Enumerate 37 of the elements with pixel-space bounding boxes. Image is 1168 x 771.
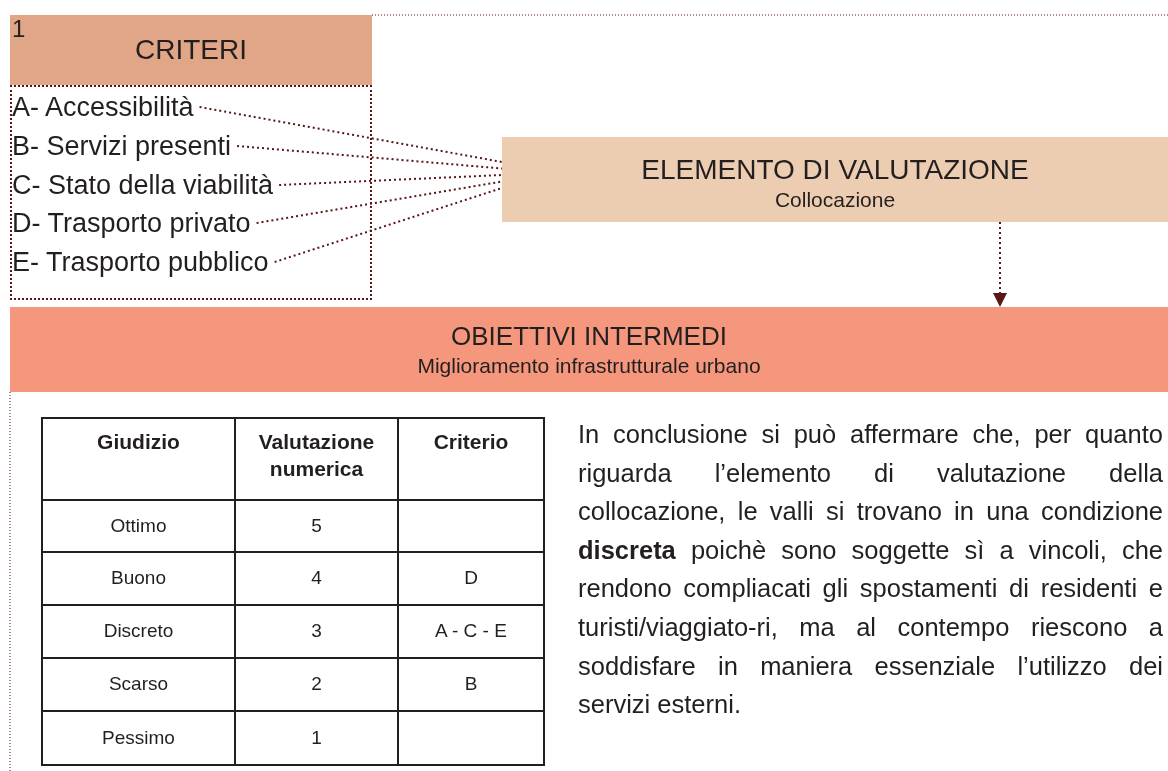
subheading-text: Collocazione — [774, 186, 896, 212]
table-cell-text: D — [464, 566, 478, 591]
heading-text: CRITERI — [135, 33, 247, 67]
table-cell-text: Scarso — [108, 672, 169, 697]
heading-text: OBIETTIVI INTERMEDI — [451, 321, 727, 353]
column-header: Criterio — [432, 429, 510, 455]
connector — [198, 106, 503, 163]
column-header: Valutazione numerica — [257, 429, 376, 483]
table-cell-text: Pessimo — [102, 725, 175, 750]
table-cell-text: 3 — [311, 619, 322, 644]
conclusion-paragraph: In conclusione si può affermare che, per quanto riguarda l’elemento di valutazione della collocazione, le valli si trovano in una condizione discreta poichè sono soggette sì a vincoli, che rendono compliacati gli spostamenti di residenti e turisti/viaggiato-ri, ma al contempo riescono a soddisfare in maniera essenziale l’utilizzo dei servizi esterni. — [578, 419, 1163, 721]
table-cell-text: Buono — [111, 566, 166, 591]
header-box — [10, 15, 372, 85]
criteria-frame — [10, 85, 372, 300]
evaluation-box — [502, 137, 1168, 222]
table-cell-text: 4 — [311, 566, 322, 591]
table-cell-text: A - C - E — [435, 619, 507, 644]
heading-text: ELEMENTO DI VALUTAZIONE — [641, 153, 1029, 187]
criterion-text: C- Stato della viabilità — [12, 169, 274, 202]
goal-band — [10, 307, 1168, 392]
table-cell-text: 5 — [311, 513, 322, 538]
connector — [273, 187, 503, 263]
section-number: 1 — [12, 15, 26, 43]
table-cell-text: Discreto — [103, 619, 174, 644]
criterion-text: A- Accessibilità — [12, 91, 194, 124]
criterion-text: D- Trasporto privato — [12, 207, 251, 240]
criterion-text: E- Trasporto pubblico — [12, 246, 269, 279]
connector — [255, 180, 503, 224]
subheading-text: Miglioramento infrastrutturale urbano — [417, 352, 761, 378]
connector — [278, 174, 503, 186]
connector — [993, 221, 1007, 308]
table-cell-text: 2 — [311, 672, 322, 697]
table-cell-text: B — [464, 672, 478, 697]
table-cell-text: Ottimo — [110, 513, 167, 538]
table-cell-text: 1 — [311, 725, 322, 750]
criterion-text: B- Servizi presenti — [12, 130, 232, 163]
column-header: Giudizio — [96, 429, 181, 455]
